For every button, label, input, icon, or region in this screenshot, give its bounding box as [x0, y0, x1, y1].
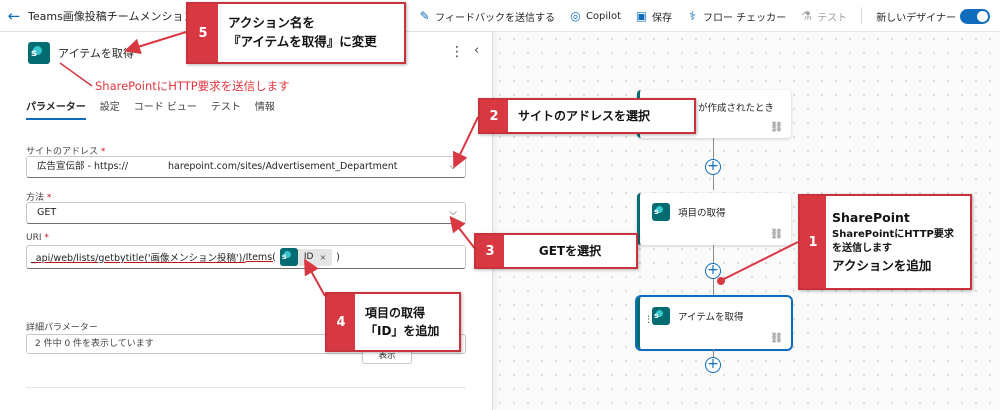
- feedback-button[interactable]: ✎ フィードバックを送信する: [419, 8, 555, 24]
- tab-test[interactable]: テスト: [210, 102, 241, 113]
- callout-4: 4 項目の取得 「ID」を追加: [325, 292, 461, 352]
- callout-3: 3 GETを選択: [474, 233, 638, 269]
- top-bar: ← Teams画像投稿チームメンション ✎ フィードバックを送信する ◎ Cop…: [0, 0, 1000, 32]
- back-arrow-icon[interactable]: ←: [7, 6, 21, 25]
- http-action-card[interactable]: ⋮ アイテムを取得 ⛓: [635, 295, 793, 351]
- sharepoint-icon: [652, 307, 670, 325]
- advanced-params-summary: 2 件中 0 件を表示しています: [26, 334, 466, 354]
- drag-handle-icon[interactable]: ⋮: [644, 315, 653, 325]
- card-label: アイテムを取得: [678, 312, 744, 323]
- collapse-chevron-icon[interactable]: ‹: [474, 43, 480, 58]
- copilot-button[interactable]: ◎ Copilot: [570, 8, 621, 23]
- link-icon: ⛓: [770, 333, 783, 344]
- card-label: 項目の取得: [678, 208, 726, 219]
- sharepoint-icon: [279, 248, 298, 266]
- new-designer-toggle[interactable]: [960, 8, 990, 24]
- trigger-label: が作成されたとき: [698, 103, 775, 114]
- panel-tabs: パラメーター 設定 コード ビュー テスト 情報: [26, 98, 275, 120]
- callout-2: 2 サイトのアドレスを選択: [478, 98, 696, 134]
- add-step-button[interactable]: +: [705, 159, 721, 175]
- flask-icon: ⚗: [801, 8, 813, 23]
- feedback-icon: ✎: [419, 8, 430, 23]
- tab-about[interactable]: 情報: [254, 102, 275, 113]
- link-icon: ⛓: [770, 122, 783, 133]
- stethoscope-icon: ⚕: [689, 8, 696, 23]
- new-designer-toggle-group: 新しいデザイナー: [876, 8, 990, 24]
- flow-checker-button[interactable]: ⚕ フロー チェッカー: [686, 9, 786, 24]
- chevron-down-icon: ⌵: [449, 161, 457, 172]
- panel-divider: [26, 387, 466, 388]
- panel-header: アイテムを取得: [28, 42, 134, 64]
- more-options-icon[interactable]: ⋮: [450, 44, 464, 60]
- toolbar: ✎ フィードバックを送信する ◎ Copilot ▣ 保存 ⚕ フロー チェッカ…: [418, 0, 990, 32]
- uri-input[interactable]: _api/web/lists/getbytitle('画像メンション投稿')/I…: [26, 245, 466, 269]
- remove-token-icon[interactable]: ×: [319, 252, 327, 262]
- id-token[interactable]: ID ×: [279, 248, 333, 266]
- connector-line: [713, 349, 714, 359]
- action-title[interactable]: アイテムを取得: [58, 47, 134, 60]
- copilot-icon: ◎: [570, 8, 581, 23]
- method-label: 方法 *: [26, 193, 52, 203]
- site-address-dropdown[interactable]: 広告宣伝部 - https://harepoint.com/sites/Adve…: [26, 156, 466, 178]
- test-button[interactable]: ⚗ テスト: [801, 8, 848, 24]
- flow-title: Teams画像投稿チームメンション: [28, 9, 195, 23]
- link-icon: ⛓: [770, 229, 783, 240]
- sharepoint-icon: [28, 42, 50, 64]
- action-description-note: SharePointにHTTP要求を送信します: [95, 79, 290, 93]
- callout-5: 5 アクション名を 『アイテムを取得』に変更: [186, 2, 406, 64]
- add-step-button[interactable]: +: [705, 357, 721, 373]
- chevron-down-icon: ⌵: [449, 207, 457, 218]
- action-detail-panel: アイテムを取得 ⋮ ‹ パラメーター 設定 コード ビュー テスト 情報 サイト…: [0, 32, 493, 410]
- sharepoint-icon: [652, 203, 670, 221]
- get-item-card[interactable]: 項目の取得 ⛓: [637, 193, 791, 245]
- toolbar-divider: [861, 7, 863, 25]
- tab-parameters[interactable]: パラメーター: [26, 98, 86, 120]
- site-address-label: サイトのアドレス *: [26, 147, 106, 157]
- add-step-button[interactable]: +: [705, 263, 721, 279]
- tab-code-view[interactable]: コード ビュー: [133, 102, 197, 113]
- save-button[interactable]: ▣ 保存: [635, 8, 672, 24]
- tab-settings[interactable]: 設定: [99, 102, 120, 113]
- method-dropdown[interactable]: GET ⌵: [26, 202, 466, 224]
- uri-label: URI *: [26, 233, 49, 243]
- advanced-params-label: 詳細パラメーター: [26, 323, 98, 333]
- callout-1: 1 SharePoint SharePointにHTTP要求 を送信します アク…: [798, 194, 972, 290]
- save-icon: ▣: [635, 8, 648, 23]
